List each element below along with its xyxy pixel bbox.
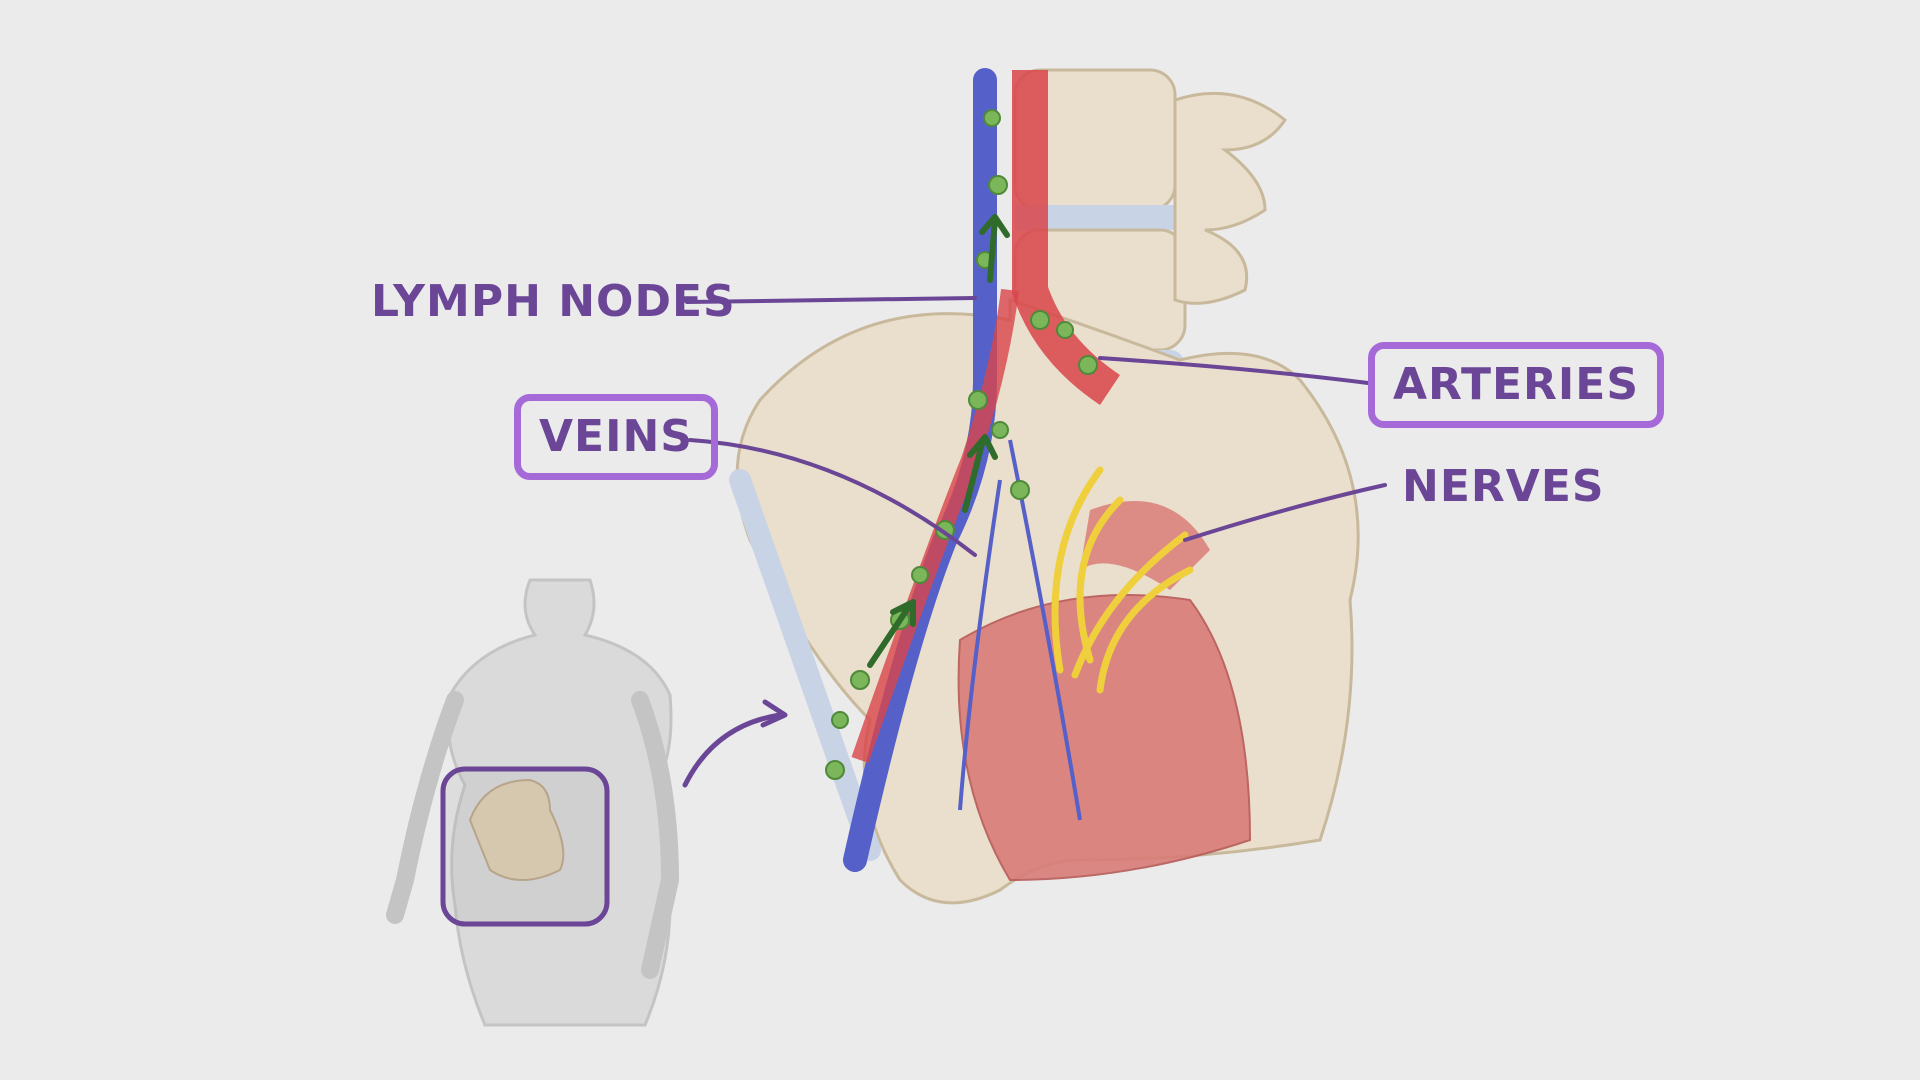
label-veins: VEINS	[514, 394, 718, 480]
body-figure	[386, 578, 680, 1027]
label-arteries: ARTERIES	[1368, 342, 1665, 428]
leader-lines	[685, 296, 1387, 557]
pelvic-floor-muscle	[957, 594, 1252, 882]
zoom-arrow	[682, 712, 783, 788]
zoom-region-box	[440, 766, 610, 927]
label-nerves: NERVES	[1402, 461, 1605, 512]
lymph-flow-arrows	[867, 214, 1010, 668]
lymph-nodes	[825, 109, 1098, 780]
nerves	[1051, 466, 1194, 694]
label-lymph-nodes: LYMPH NODES	[371, 276, 736, 327]
zoom-arrow-head	[760, 699, 788, 728]
artery	[1012, 70, 1121, 405]
